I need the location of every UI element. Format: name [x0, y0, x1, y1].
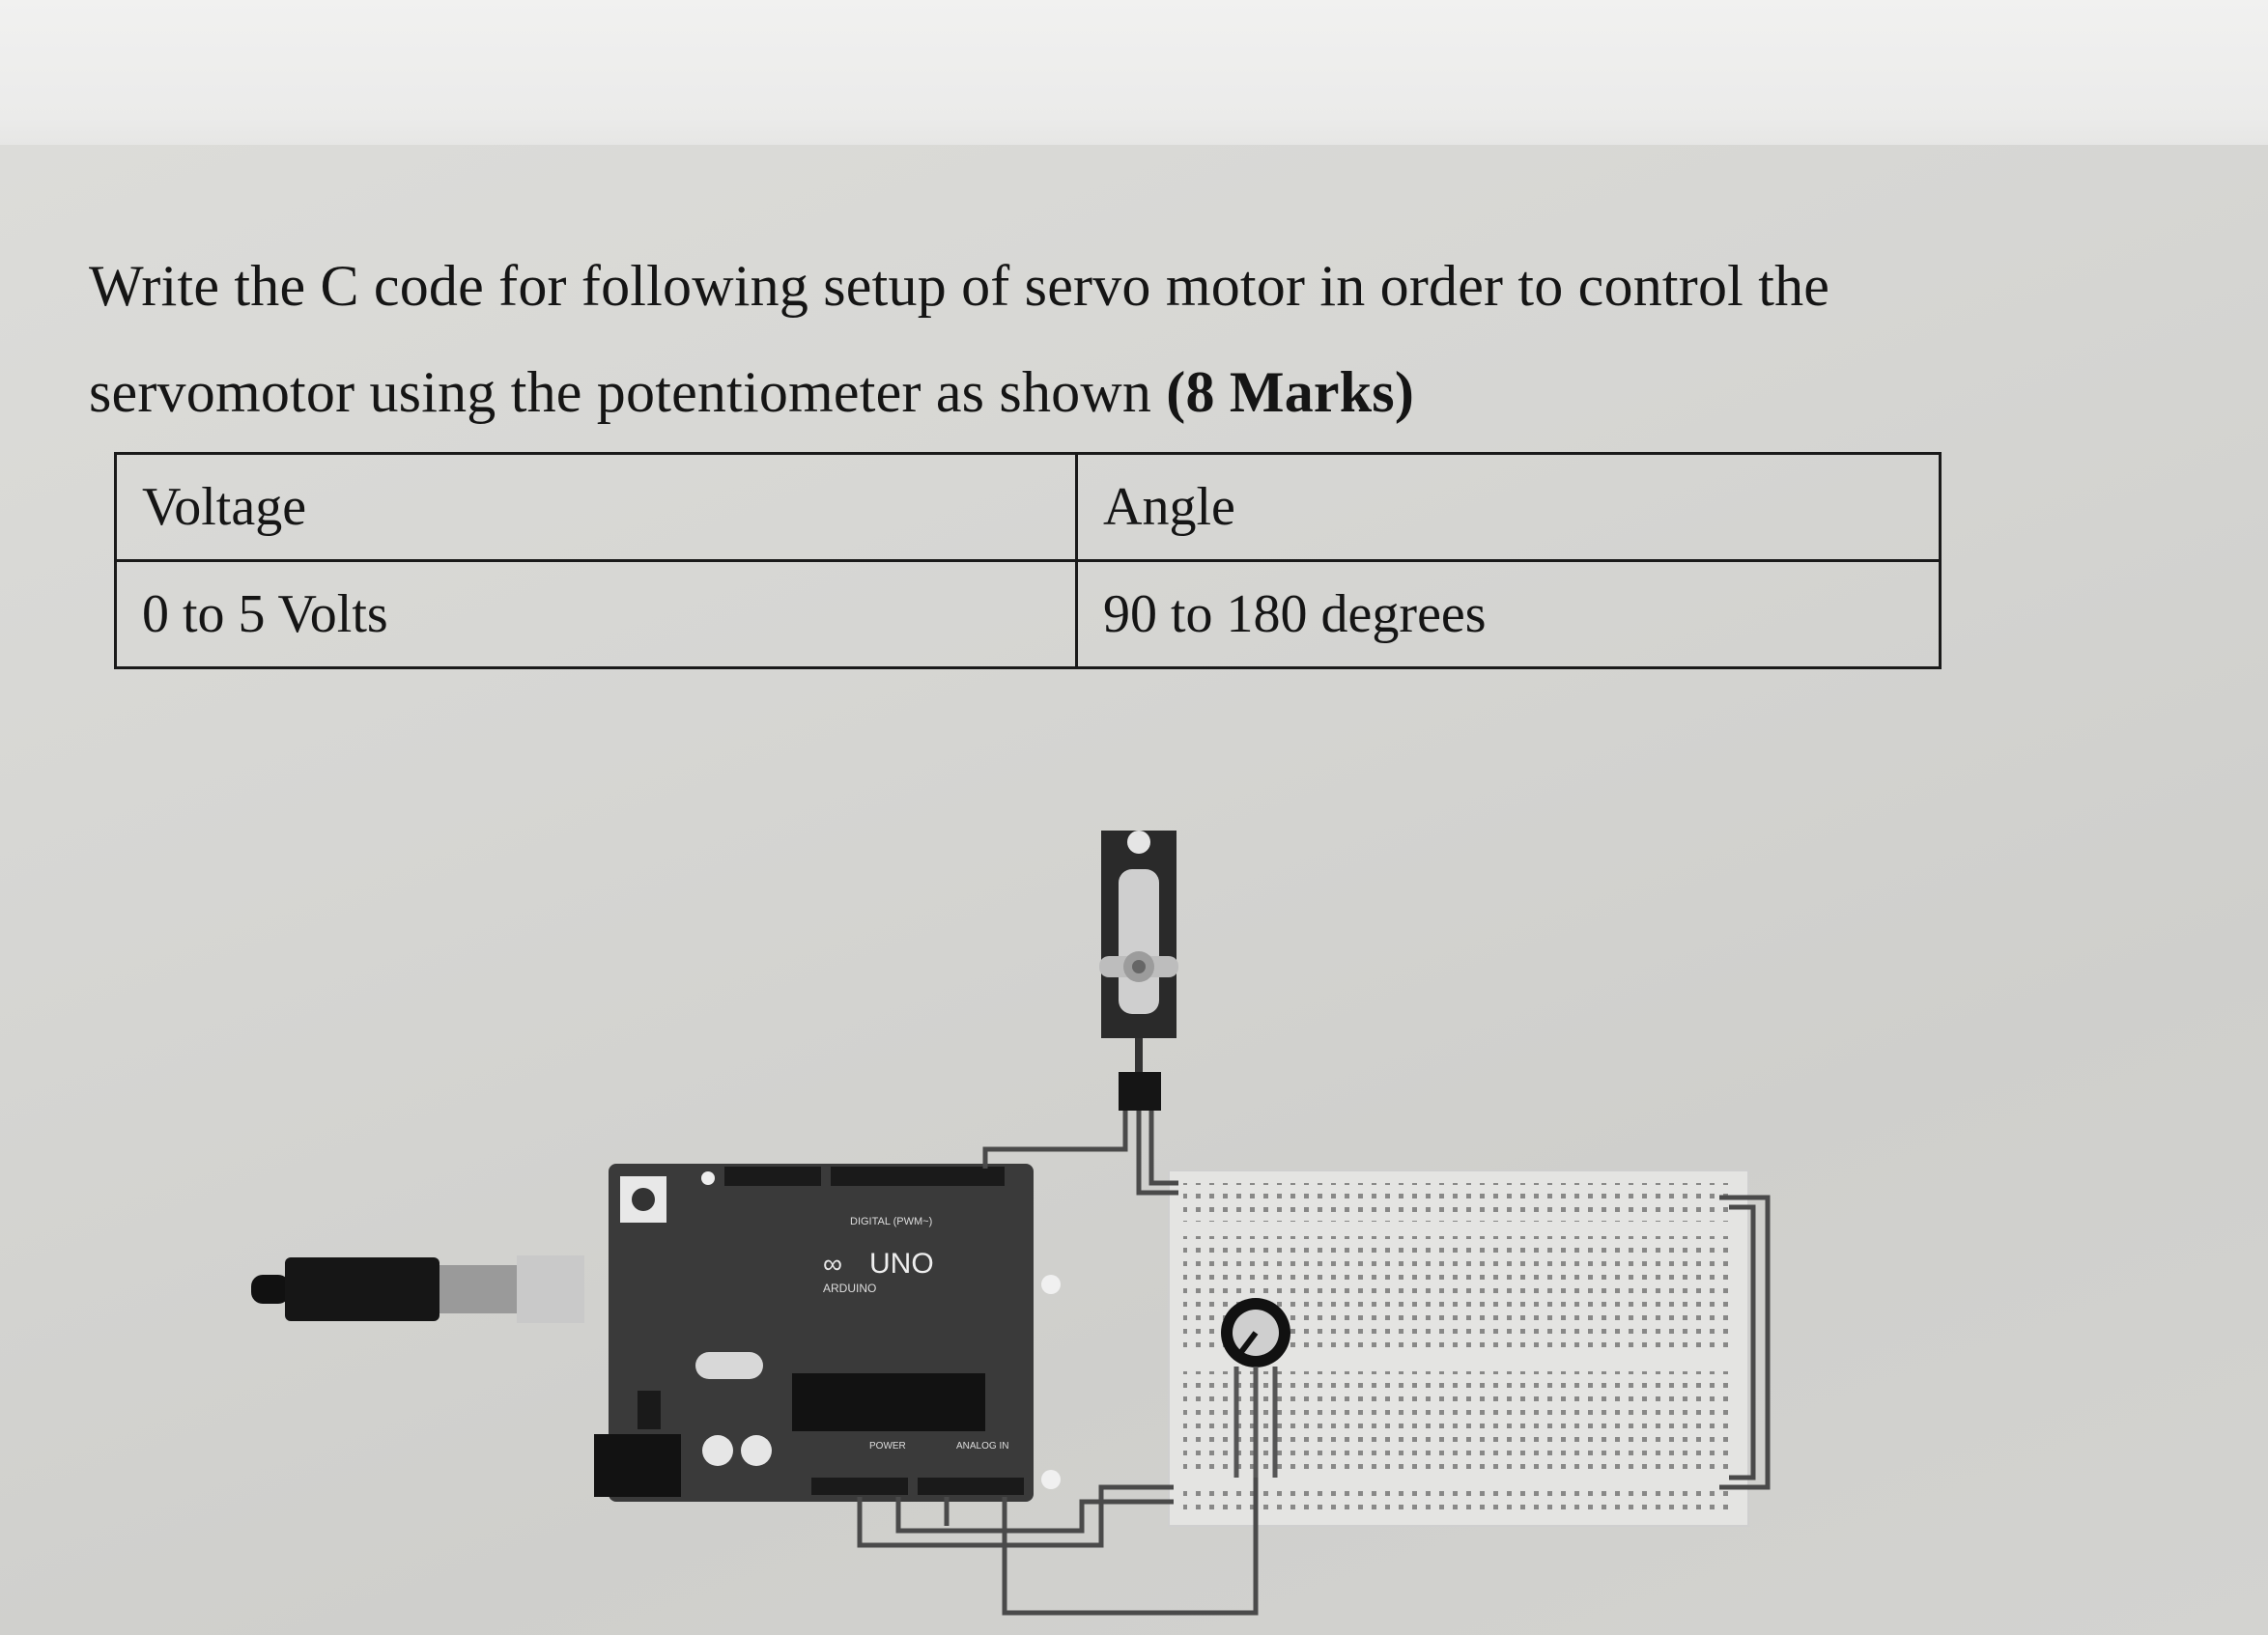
analog-header	[918, 1478, 1024, 1495]
voltage-angle-table: Voltage Angle 0 to 5 Volts 90 to 180 deg…	[114, 452, 1942, 669]
analog-in-label: ANALOG IN	[956, 1441, 1008, 1452]
servo-connector	[1119, 1072, 1161, 1111]
potentiometer	[1221, 1298, 1290, 1478]
power-label: POWER	[869, 1441, 906, 1452]
table-row: 0 to 5 Volts 90 to 180 degrees	[114, 559, 1942, 669]
digital-label: DIGITAL (PWM~)	[850, 1216, 932, 1227]
cell-voltage-range: 0 to 5 Volts	[114, 559, 1078, 669]
digital-header-1	[724, 1167, 821, 1186]
circuit-diagram: DIGITAL (PWM~) ∞ UNO ARDUINO POWER ANALO…	[251, 831, 1771, 1616]
cell-angle-range: 90 to 180 degrees	[1075, 559, 1942, 669]
digital-header-2	[831, 1167, 1005, 1186]
power-jack	[594, 1434, 681, 1497]
servo-motor	[1099, 831, 1178, 1111]
uno-label: UNO	[869, 1248, 934, 1280]
arduino-label: ARDUINO	[823, 1282, 876, 1295]
wires	[857, 1111, 1771, 1616]
header-angle: Angle	[1075, 452, 1942, 562]
power-header	[811, 1478, 908, 1495]
arduino-uno-board: DIGITAL (PWM~) ∞ UNO ARDUINO POWER ANALO…	[594, 1164, 1061, 1502]
microcontroller-chip	[792, 1373, 985, 1431]
question-line-2: servomotor using the potentiometer as sh…	[89, 359, 1414, 426]
marks-label: (8 Marks)	[1166, 360, 1415, 424]
infinity-logo-icon: ∞	[823, 1249, 842, 1279]
table-header-row: Voltage Angle	[114, 452, 1942, 562]
servo-horn	[1119, 869, 1159, 1014]
usb-cable	[251, 1255, 584, 1323]
top-margin	[0, 0, 2268, 169]
question-line-1: Write the C code for following setup of …	[89, 254, 1830, 318]
crystal	[695, 1352, 763, 1379]
question-text: servomotor using the potentiometer as sh…	[89, 360, 1167, 424]
header-voltage: Voltage	[114, 452, 1078, 562]
